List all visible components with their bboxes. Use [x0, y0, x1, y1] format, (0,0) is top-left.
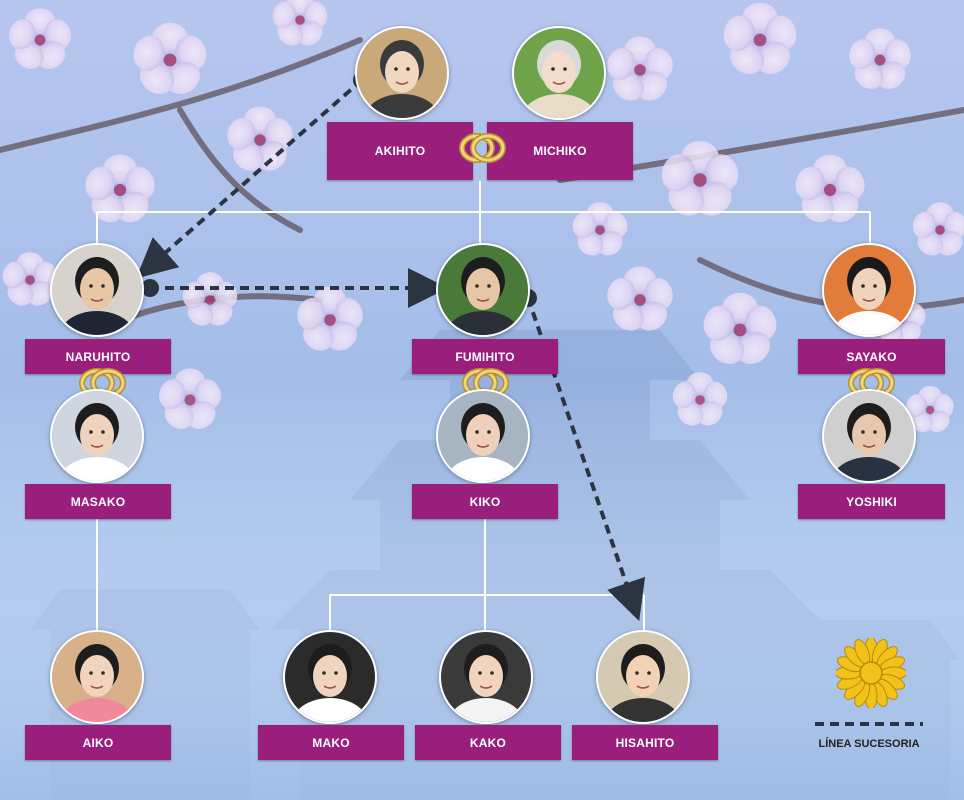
photo-fumihito: [436, 243, 530, 337]
label-aiko: AIKO: [25, 725, 171, 760]
photo-yoshiki: [822, 389, 916, 483]
legend-label: LÍNEA SUCESORIA: [818, 738, 920, 750]
succession-legend-line: [815, 722, 923, 726]
photo-kiko: [436, 389, 530, 483]
family-connectors: [96, 181, 871, 632]
photo-hisahito: [596, 630, 690, 724]
label-masako: MASAKO: [25, 484, 171, 519]
photo-naruhito: [50, 243, 144, 337]
photo-aiko: [50, 630, 144, 724]
photo-michiko: [512, 26, 606, 120]
photo-kako: [439, 630, 533, 724]
succession-lines: [135, 78, 646, 622]
label-kako: KAKO: [415, 725, 561, 760]
wedding-rings-icon: [457, 130, 507, 166]
photo-sayako: [822, 243, 916, 337]
label-michiko: MICHIKO: [487, 122, 633, 180]
label-akihito: AKIHITO: [327, 122, 473, 180]
label-sayako: SAYAKO: [798, 339, 945, 374]
label-mako: MAKO: [258, 725, 404, 760]
label-kiko: KIKO: [412, 484, 558, 519]
photo-mako: [283, 630, 377, 724]
photo-masako: [50, 389, 144, 483]
label-hisahito: HISAHITO: [572, 725, 718, 760]
label-fumihito: FUMIHITO: [412, 339, 558, 374]
label-yoshiki: YOSHIKI: [798, 484, 945, 519]
chrysanthemum-seal-icon: [834, 636, 908, 710]
photo-akihito: [355, 26, 449, 120]
